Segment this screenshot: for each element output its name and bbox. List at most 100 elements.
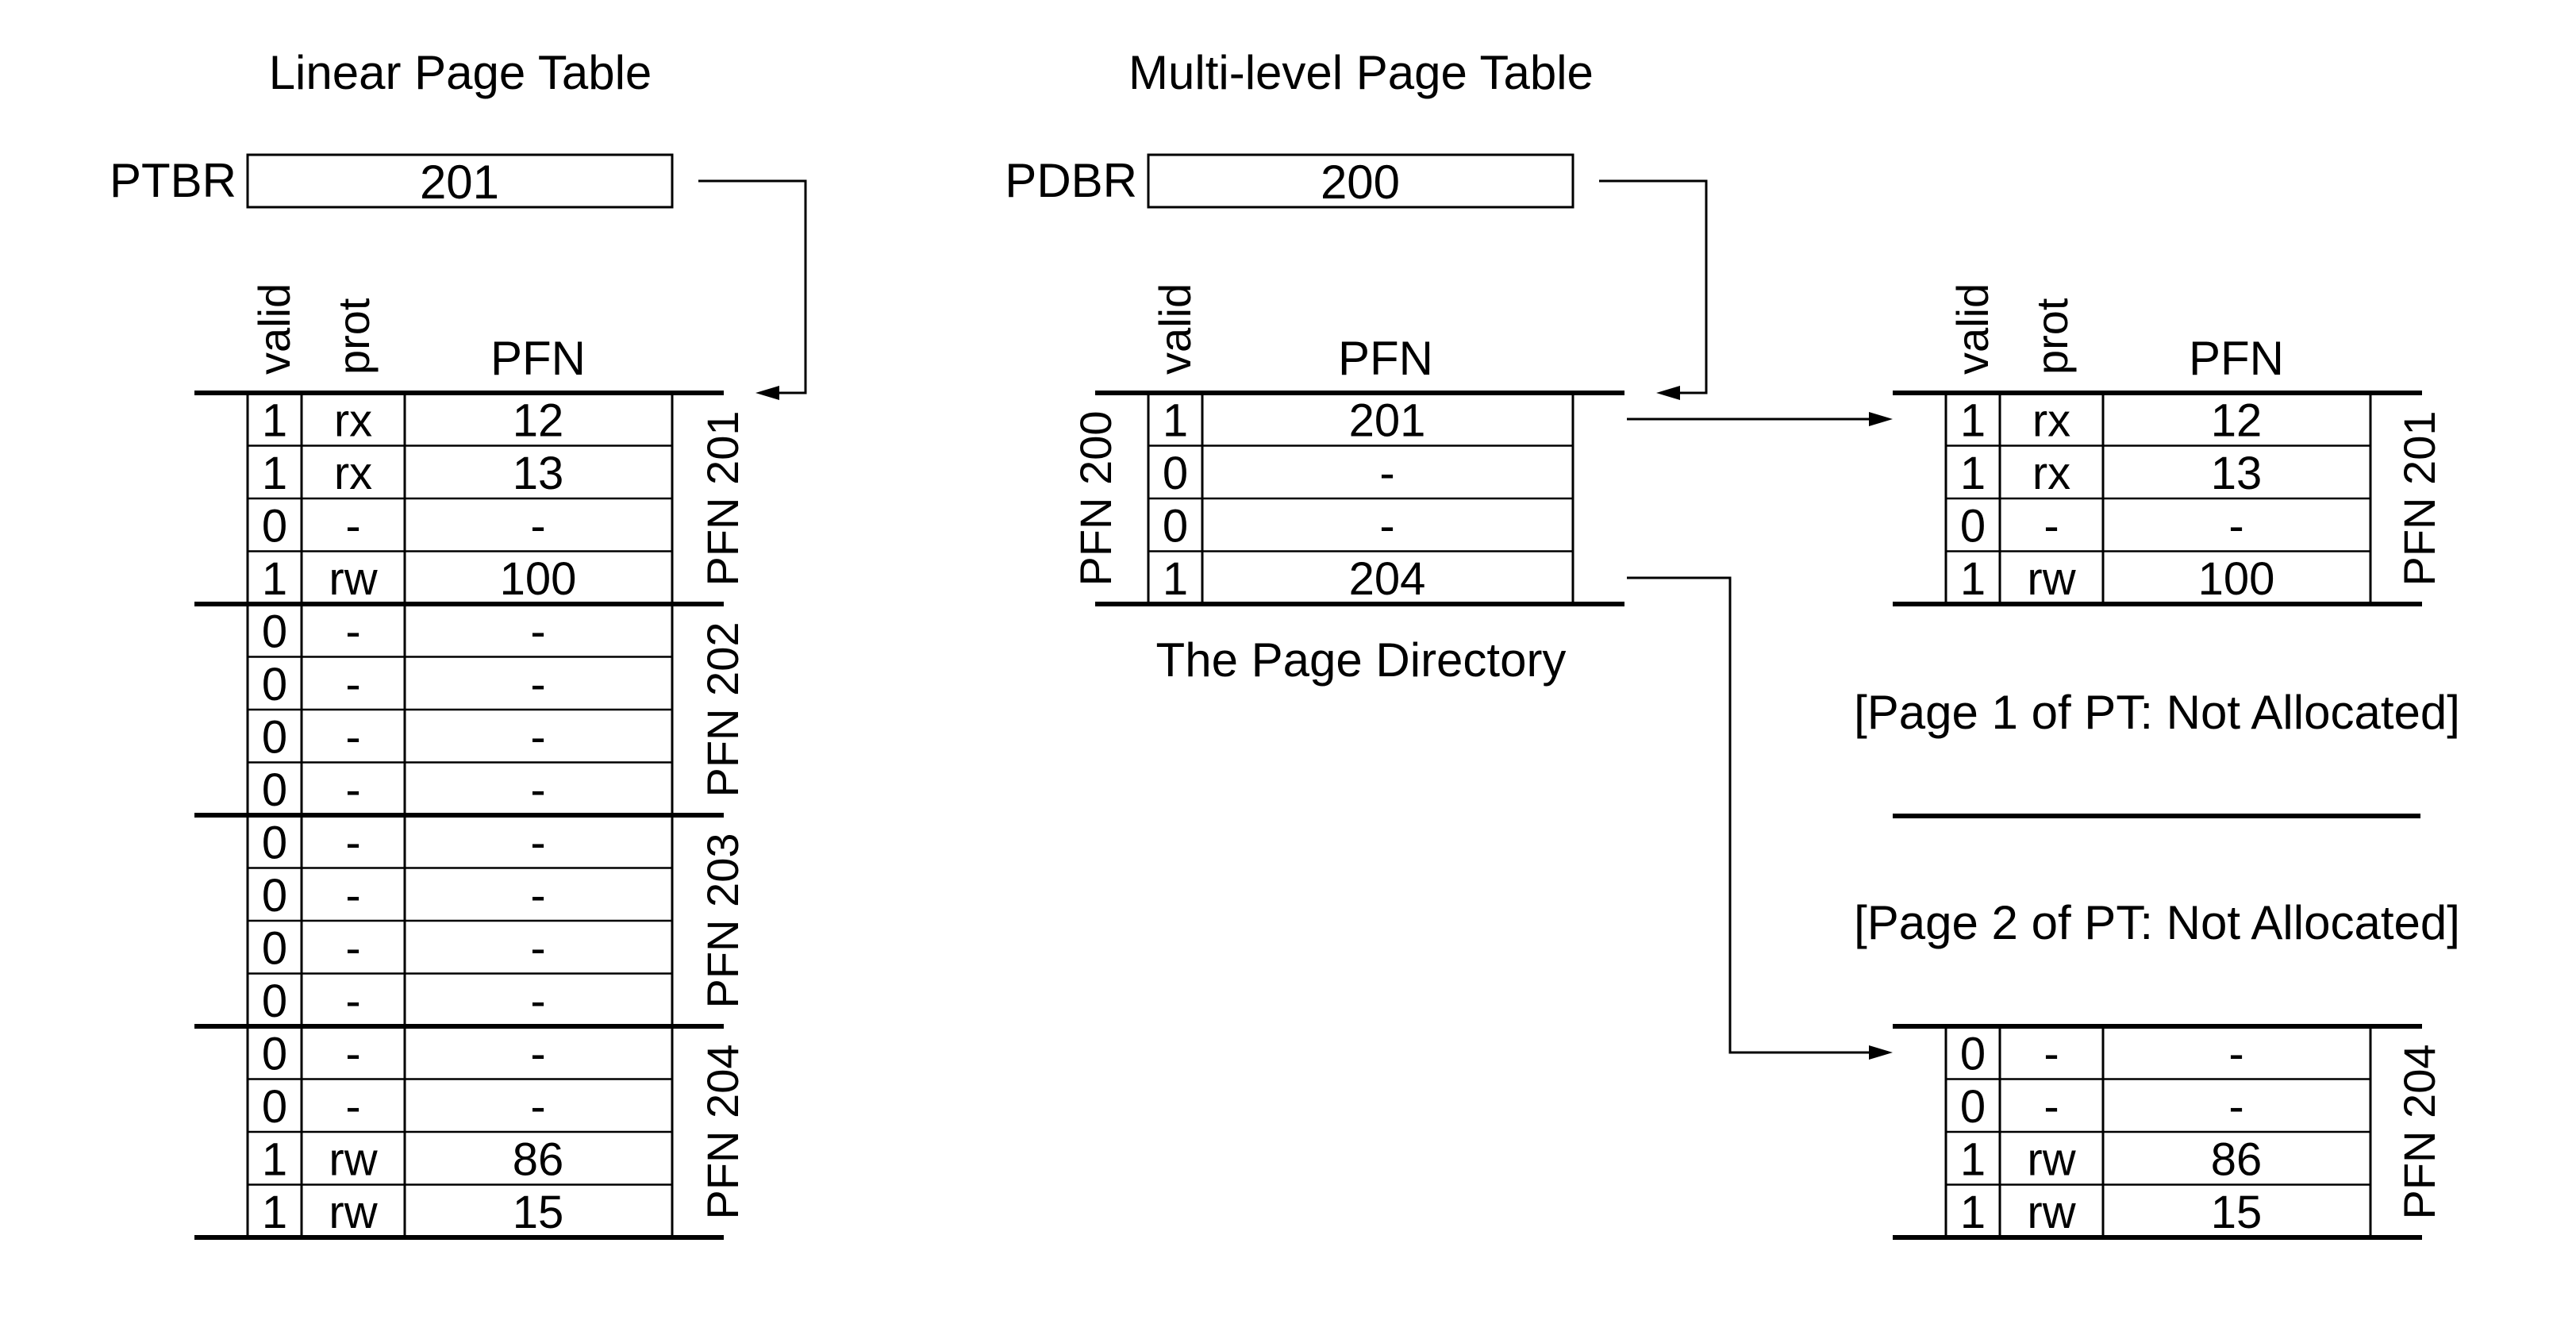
linear-header-prot: prot xyxy=(329,298,379,375)
linear-cell: 1 xyxy=(262,448,287,499)
linear-cell: - xyxy=(345,922,360,974)
pt-top-cell: - xyxy=(2228,500,2243,552)
linear-cell: 0 xyxy=(262,922,287,974)
pdbr-label: PDBR xyxy=(1005,154,1137,207)
directory-cell: 0 xyxy=(1163,500,1188,552)
pde-3-arrow-line xyxy=(1627,576,1873,1054)
linear-cell: 1 xyxy=(262,1187,287,1238)
directory-cell: - xyxy=(1379,500,1394,552)
pt-bottom-cell: - xyxy=(2043,1028,2059,1079)
linear-title: Linear Page Table xyxy=(269,46,652,99)
pdbr-arrow-head xyxy=(1656,386,1680,400)
linear-cell: 0 xyxy=(262,976,287,1027)
linear-cell: - xyxy=(530,764,545,816)
pt-bottom-cell: 15 xyxy=(2211,1187,2263,1238)
pde-0-arrow-head xyxy=(1869,412,1893,426)
directory-cell: 1 xyxy=(1163,553,1188,605)
linear-cell: - xyxy=(345,870,360,922)
linear-cell: 0 xyxy=(262,711,287,763)
pt-header-prot: prot xyxy=(2027,298,2077,375)
directory-cell: 201 xyxy=(1349,394,1426,446)
directory-header-valid: valid xyxy=(1150,283,1200,375)
pt-top-cell: 0 xyxy=(1960,500,1986,552)
pt-bottom-cell: - xyxy=(2228,1028,2243,1079)
linear-cell: 0 xyxy=(262,1081,287,1133)
pt-bottom-cell: 0 xyxy=(1960,1081,1986,1133)
not-allocated-page-2: [Page 2 of PT: Not Allocated] xyxy=(1854,896,2460,949)
linear-cell: rw xyxy=(329,1187,378,1238)
directory-page-label: PFN 200 xyxy=(1071,411,1121,587)
directory-header-pfn: PFN xyxy=(1338,332,1433,385)
pt-top-cell: 100 xyxy=(2198,553,2275,605)
linear-cell: 12 xyxy=(513,394,564,446)
ptbr-register xyxy=(246,153,674,209)
ptbr-arrow-line xyxy=(698,179,807,394)
linear-cell: - xyxy=(345,1028,360,1079)
pt-bottom-page-label: PFN 204 xyxy=(2394,1045,2444,1220)
not-allocated-page-1: [Page 1 of PT: Not Allocated] xyxy=(1854,686,2460,739)
linear-cell: - xyxy=(530,976,545,1027)
directory-cell: - xyxy=(1379,448,1394,499)
pt-top-cell: rx xyxy=(2032,448,2070,499)
linear-cell: - xyxy=(345,817,360,868)
pt-top-cell: 1 xyxy=(1960,448,1986,499)
linear-cell: 0 xyxy=(262,1028,287,1079)
linear-cell: - xyxy=(530,659,545,710)
pt-header-pfn: PFN xyxy=(2189,332,2284,385)
pt-top-cell: 13 xyxy=(2211,448,2263,499)
pt-top-cell: - xyxy=(2043,500,2059,552)
pt-top-cell: rw xyxy=(2027,553,2076,605)
linear-cell: 0 xyxy=(262,764,287,816)
pt-bottom-cell: 1 xyxy=(1960,1133,1986,1185)
linear-cell: 0 xyxy=(262,817,287,868)
linear-cell: rw xyxy=(329,1133,378,1185)
pt-bottom-cell: 1 xyxy=(1960,1187,1986,1238)
linear-page-table: Linear Page Table PTBR 201 valid prot PF… xyxy=(110,46,807,1240)
linear-cell: 100 xyxy=(500,553,577,605)
linear-cell: - xyxy=(530,870,545,922)
linear-cell: - xyxy=(345,500,360,552)
pdbr-register xyxy=(1147,153,1574,209)
linear-cell: 15 xyxy=(513,1187,564,1238)
directory-cell: 204 xyxy=(1349,553,1426,605)
linear-cell: 1 xyxy=(262,1133,287,1185)
linear-cell: rx xyxy=(334,448,372,499)
linear-page-label: PFN 201 xyxy=(698,411,748,587)
pdbr-arrow-line xyxy=(1599,179,1708,394)
pde-3-arrow-head xyxy=(1869,1045,1893,1060)
linear-cell: 0 xyxy=(262,659,287,710)
pt-bottom-cell: rw xyxy=(2027,1133,2076,1185)
linear-cell: 0 xyxy=(262,870,287,922)
pdbr-value: 200 xyxy=(1321,156,1400,209)
linear-cell: 0 xyxy=(262,500,287,552)
linear-page-label: PFN 202 xyxy=(698,622,748,798)
linear-cell: - xyxy=(345,659,360,710)
directory-caption: The Page Directory xyxy=(1156,633,1567,687)
linear-cell: - xyxy=(345,1081,360,1133)
linear-cell: 1 xyxy=(262,553,287,605)
linear-cell: - xyxy=(345,711,360,763)
linear-cell: 13 xyxy=(513,448,564,499)
linear-cell: 86 xyxy=(513,1133,564,1185)
pt-top-cell: 12 xyxy=(2211,394,2263,446)
pt-top-page-label: PFN 201 xyxy=(2394,411,2444,587)
linear-cell: - xyxy=(530,500,545,552)
pt-header-valid: valid xyxy=(1947,283,1997,375)
linear-cell: - xyxy=(530,711,545,763)
multilevel-title: Multi-level Page Table xyxy=(1128,46,1594,99)
pt-top-cell: rx xyxy=(2032,394,2070,446)
linear-cell: - xyxy=(345,764,360,816)
pt-bottom-cell: - xyxy=(2043,1081,2059,1133)
linear-cell: - xyxy=(345,606,360,657)
linear-cell: - xyxy=(530,922,545,974)
pt-bottom-cell: 86 xyxy=(2211,1133,2263,1185)
linear-header-valid: valid xyxy=(249,283,299,375)
directory-cell: 0 xyxy=(1163,448,1188,499)
linear-cell: - xyxy=(530,606,545,657)
ptbr-arrow-head xyxy=(755,386,779,400)
linear-cell: - xyxy=(530,1081,545,1133)
linear-page-label: PFN 203 xyxy=(698,833,748,1009)
